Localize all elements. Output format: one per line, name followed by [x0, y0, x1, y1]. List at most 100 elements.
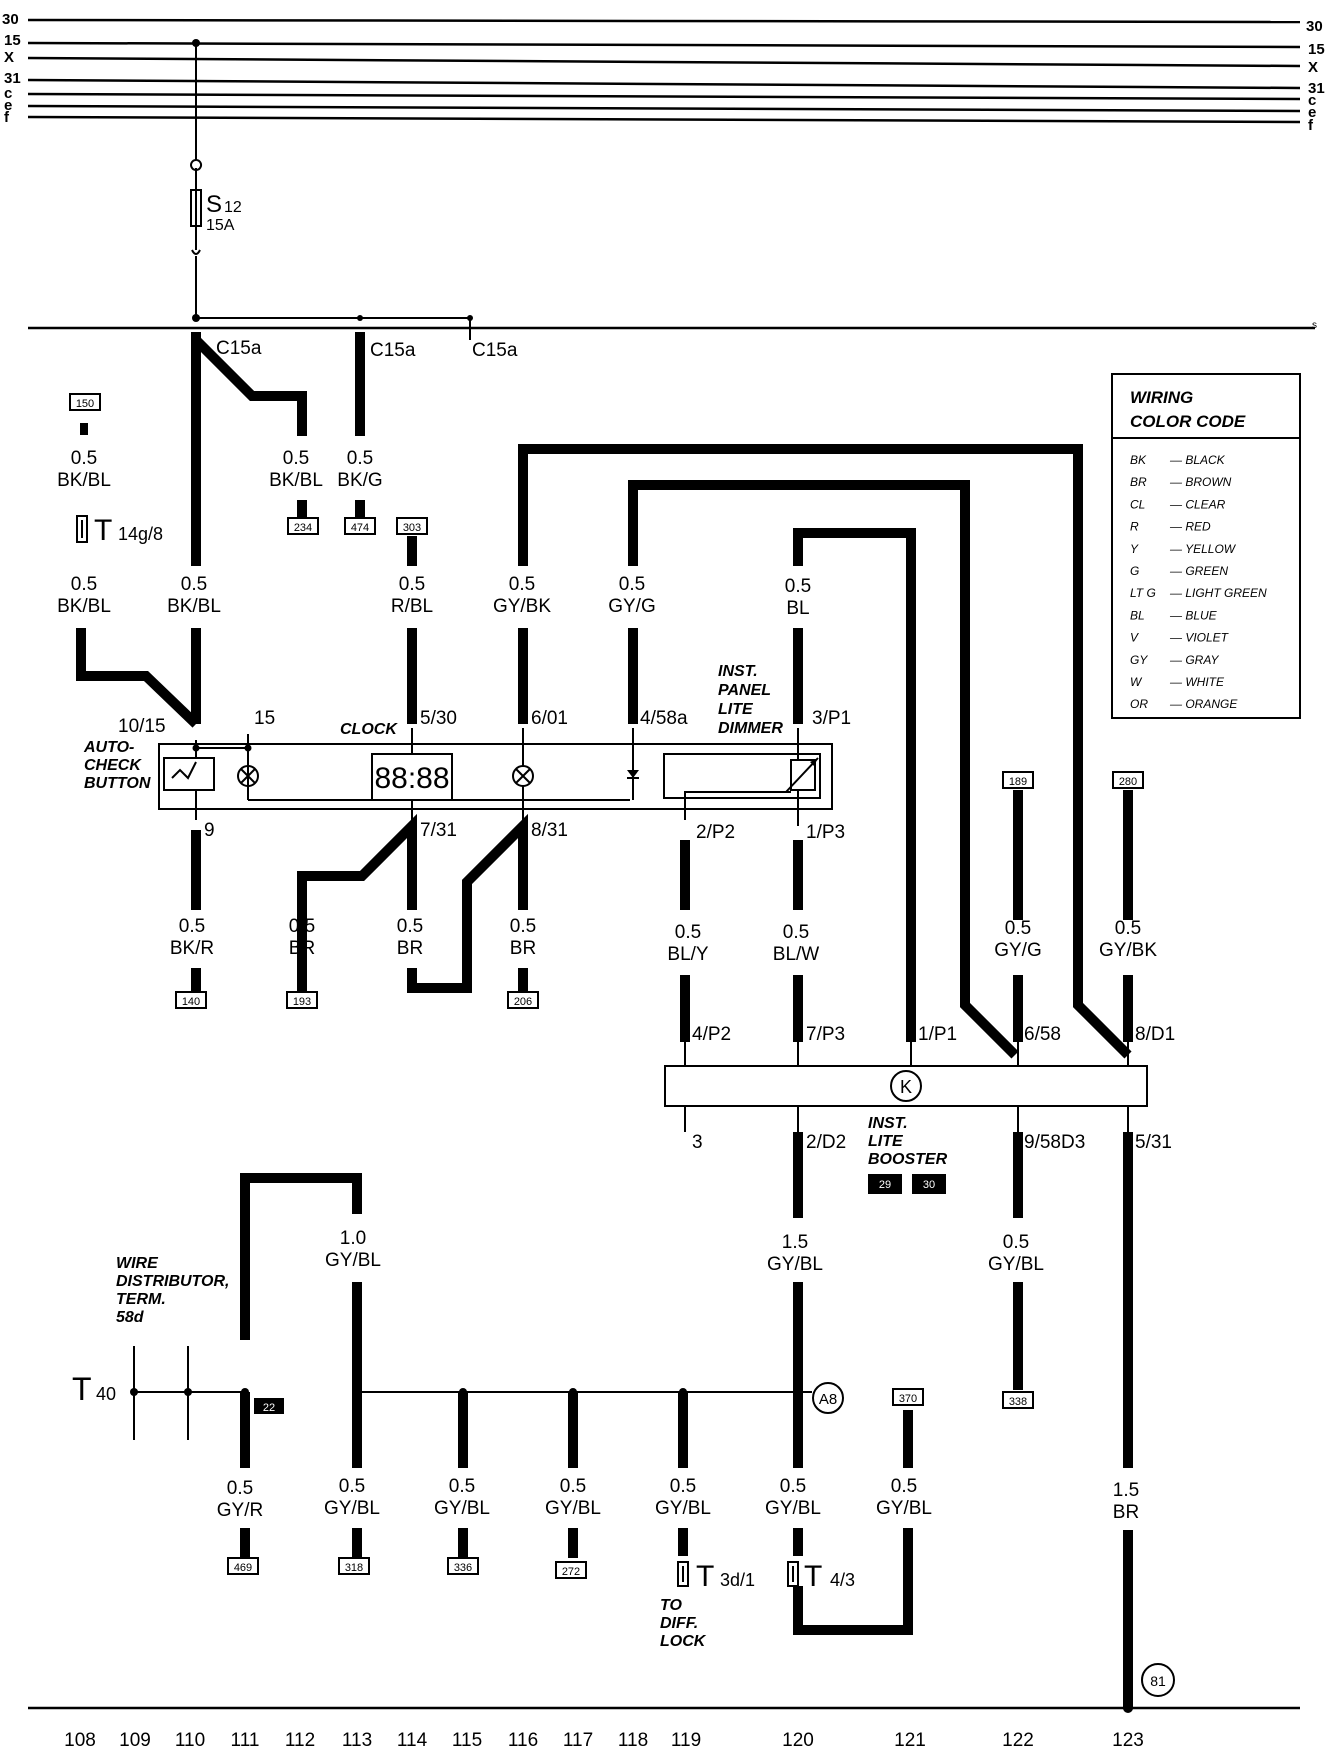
bus-label-right-e: e — [1308, 104, 1316, 121]
ref-30: 30 — [923, 1179, 935, 1191]
diode-icon — [627, 728, 639, 800]
bus-label-left-31: 31 — [4, 70, 21, 87]
auto-check-button — [163, 757, 215, 791]
wire-label-size: 0.5 — [619, 574, 645, 595]
wire-label-size: 0.5 — [449, 1476, 475, 1497]
legend-color-name: — ORANGE — [1169, 697, 1238, 711]
legend-color-name: — BLUE — [1169, 608, 1218, 622]
booster-label: BOOSTER — [868, 1151, 948, 1168]
wire-label-size: 0.5 — [783, 922, 809, 943]
fuse-s12: S 12 15A — [190, 39, 473, 322]
pin-label: 8/31 — [531, 820, 568, 841]
panel-dimmer — [663, 753, 821, 799]
wire-label-color: GY/BL — [765, 1498, 821, 1519]
wire-label-size: 0.5 — [179, 916, 205, 937]
wire-label-color: BK/R — [170, 938, 214, 959]
ref-338: 338 — [1009, 1396, 1027, 1408]
wire-label-color: GY/BL — [876, 1498, 932, 1519]
column-number: 113 — [342, 1730, 372, 1750]
ref-336: 336 — [454, 1562, 472, 1574]
wire-label-color: GY/G — [608, 596, 656, 617]
auto-check-label: AUTO- — [83, 739, 134, 756]
fuse-rating: 15A — [206, 217, 235, 234]
wire-label-size: 0.5 — [670, 1476, 696, 1497]
pin-label: 15 — [254, 708, 275, 729]
column-number: 111 — [231, 1730, 260, 1750]
legend-abbrev: Y — [1130, 542, 1139, 556]
bus-label-s: s — [1312, 320, 1317, 331]
ref-272: 272 — [562, 1566, 580, 1578]
wire-label-size: 0.5 — [339, 1476, 365, 1497]
wire-label-color: BL/W — [773, 944, 820, 965]
svg-text:81: 81 — [1150, 1673, 1166, 1689]
connector-t43: T 4/3 — [787, 1560, 855, 1593]
legend-color-name: — GREEN — [1169, 564, 1228, 578]
ref-black-boxes: 29 30 — [868, 1174, 946, 1194]
ref-318: 318 — [345, 1562, 363, 1574]
wire-label-color: BL — [786, 598, 809, 619]
bus-label-left-15: 15 — [4, 32, 21, 49]
column-number: 123 — [1112, 1730, 1144, 1750]
bus-label-right-31: 31 — [1308, 80, 1325, 97]
connector-t40: T 40 — [72, 1371, 116, 1407]
wire-label-color: BK/BL — [57, 470, 111, 491]
column-number: 109 — [119, 1730, 151, 1750]
wire-distributor-label: TERM. — [116, 1291, 166, 1308]
clock-digits: 88:88 — [374, 762, 449, 795]
wire-label-color: GY/BL — [434, 1498, 490, 1519]
ref-280: 280 — [1119, 776, 1137, 788]
ground-81-icon — [1141, 1663, 1175, 1697]
column-number: 114 — [397, 1730, 428, 1750]
ref-234: 234 — [294, 522, 312, 534]
column-number: 118 — [618, 1730, 648, 1750]
wire-distributor-label: DISTRIBUTOR, — [116, 1273, 229, 1290]
ref-469: 469 — [234, 1562, 252, 1574]
column-number: 110 — [175, 1730, 205, 1750]
wire-label-color: GY/BL — [325, 1250, 381, 1271]
pin-label: 3 — [692, 1132, 703, 1153]
pin-label: 9/58D3 — [1024, 1132, 1085, 1153]
wire-label-color: BK/BL — [269, 470, 323, 491]
column-number: 116 — [508, 1730, 538, 1750]
wire-label-color: GY/BK — [493, 596, 551, 617]
ref-193: 193 — [293, 996, 311, 1008]
dimmer-label: PANEL — [718, 682, 771, 699]
wire-label-color: BR — [510, 938, 536, 959]
wire-label-size: 0.5 — [227, 1478, 253, 1499]
wire-label-size: 0.5 — [780, 1476, 806, 1497]
wire-label-size: 0.5 — [289, 916, 315, 937]
wire-label-color: GY/BL — [767, 1254, 823, 1275]
lamp-icon — [237, 765, 259, 787]
legend-title: WIRING — [1130, 388, 1193, 407]
wire-label-size: 0.5 — [71, 574, 97, 595]
bus-label-left-30: 30 — [2, 11, 19, 28]
ground-a8-label: A8 — [819, 1391, 837, 1408]
wire-label-size: 0.5 — [510, 916, 536, 937]
column-number: 121 — [894, 1730, 926, 1750]
column-number: 117 — [563, 1730, 593, 1750]
column-number: 120 — [782, 1730, 814, 1750]
fuse-sub: 12 — [224, 199, 242, 216]
bus-label-right-30: 30 — [1306, 18, 1323, 35]
wire-label-size: 0.5 — [509, 574, 535, 595]
bus-label-left-x: X — [4, 49, 14, 66]
legend-abbrev: GY — [1130, 653, 1148, 667]
column-number: 112 — [285, 1730, 315, 1750]
pin-label: 8/D1 — [1135, 1024, 1175, 1045]
middle-wires — [191, 813, 803, 1042]
ref-150: 150 — [76, 398, 94, 410]
wire-label-size: 0.5 — [675, 922, 701, 943]
wire-distributor-label: 58d — [116, 1309, 145, 1326]
svg-text:T: T — [72, 1371, 92, 1407]
dimmer-label: INST. — [718, 663, 758, 680]
wire-label-size: 1.5 — [1113, 1480, 1139, 1501]
wire-label-color: BR — [397, 938, 423, 959]
wire-label-color: GY/BL — [324, 1498, 380, 1519]
legend-abbrev: G — [1130, 564, 1139, 578]
svg-text:4/3: 4/3 — [830, 1570, 855, 1590]
pin-label: 9 — [204, 820, 215, 841]
power-bus — [27, 18, 1315, 330]
ref-189: 189 — [1009, 776, 1027, 788]
svg-text:40: 40 — [96, 1384, 116, 1404]
